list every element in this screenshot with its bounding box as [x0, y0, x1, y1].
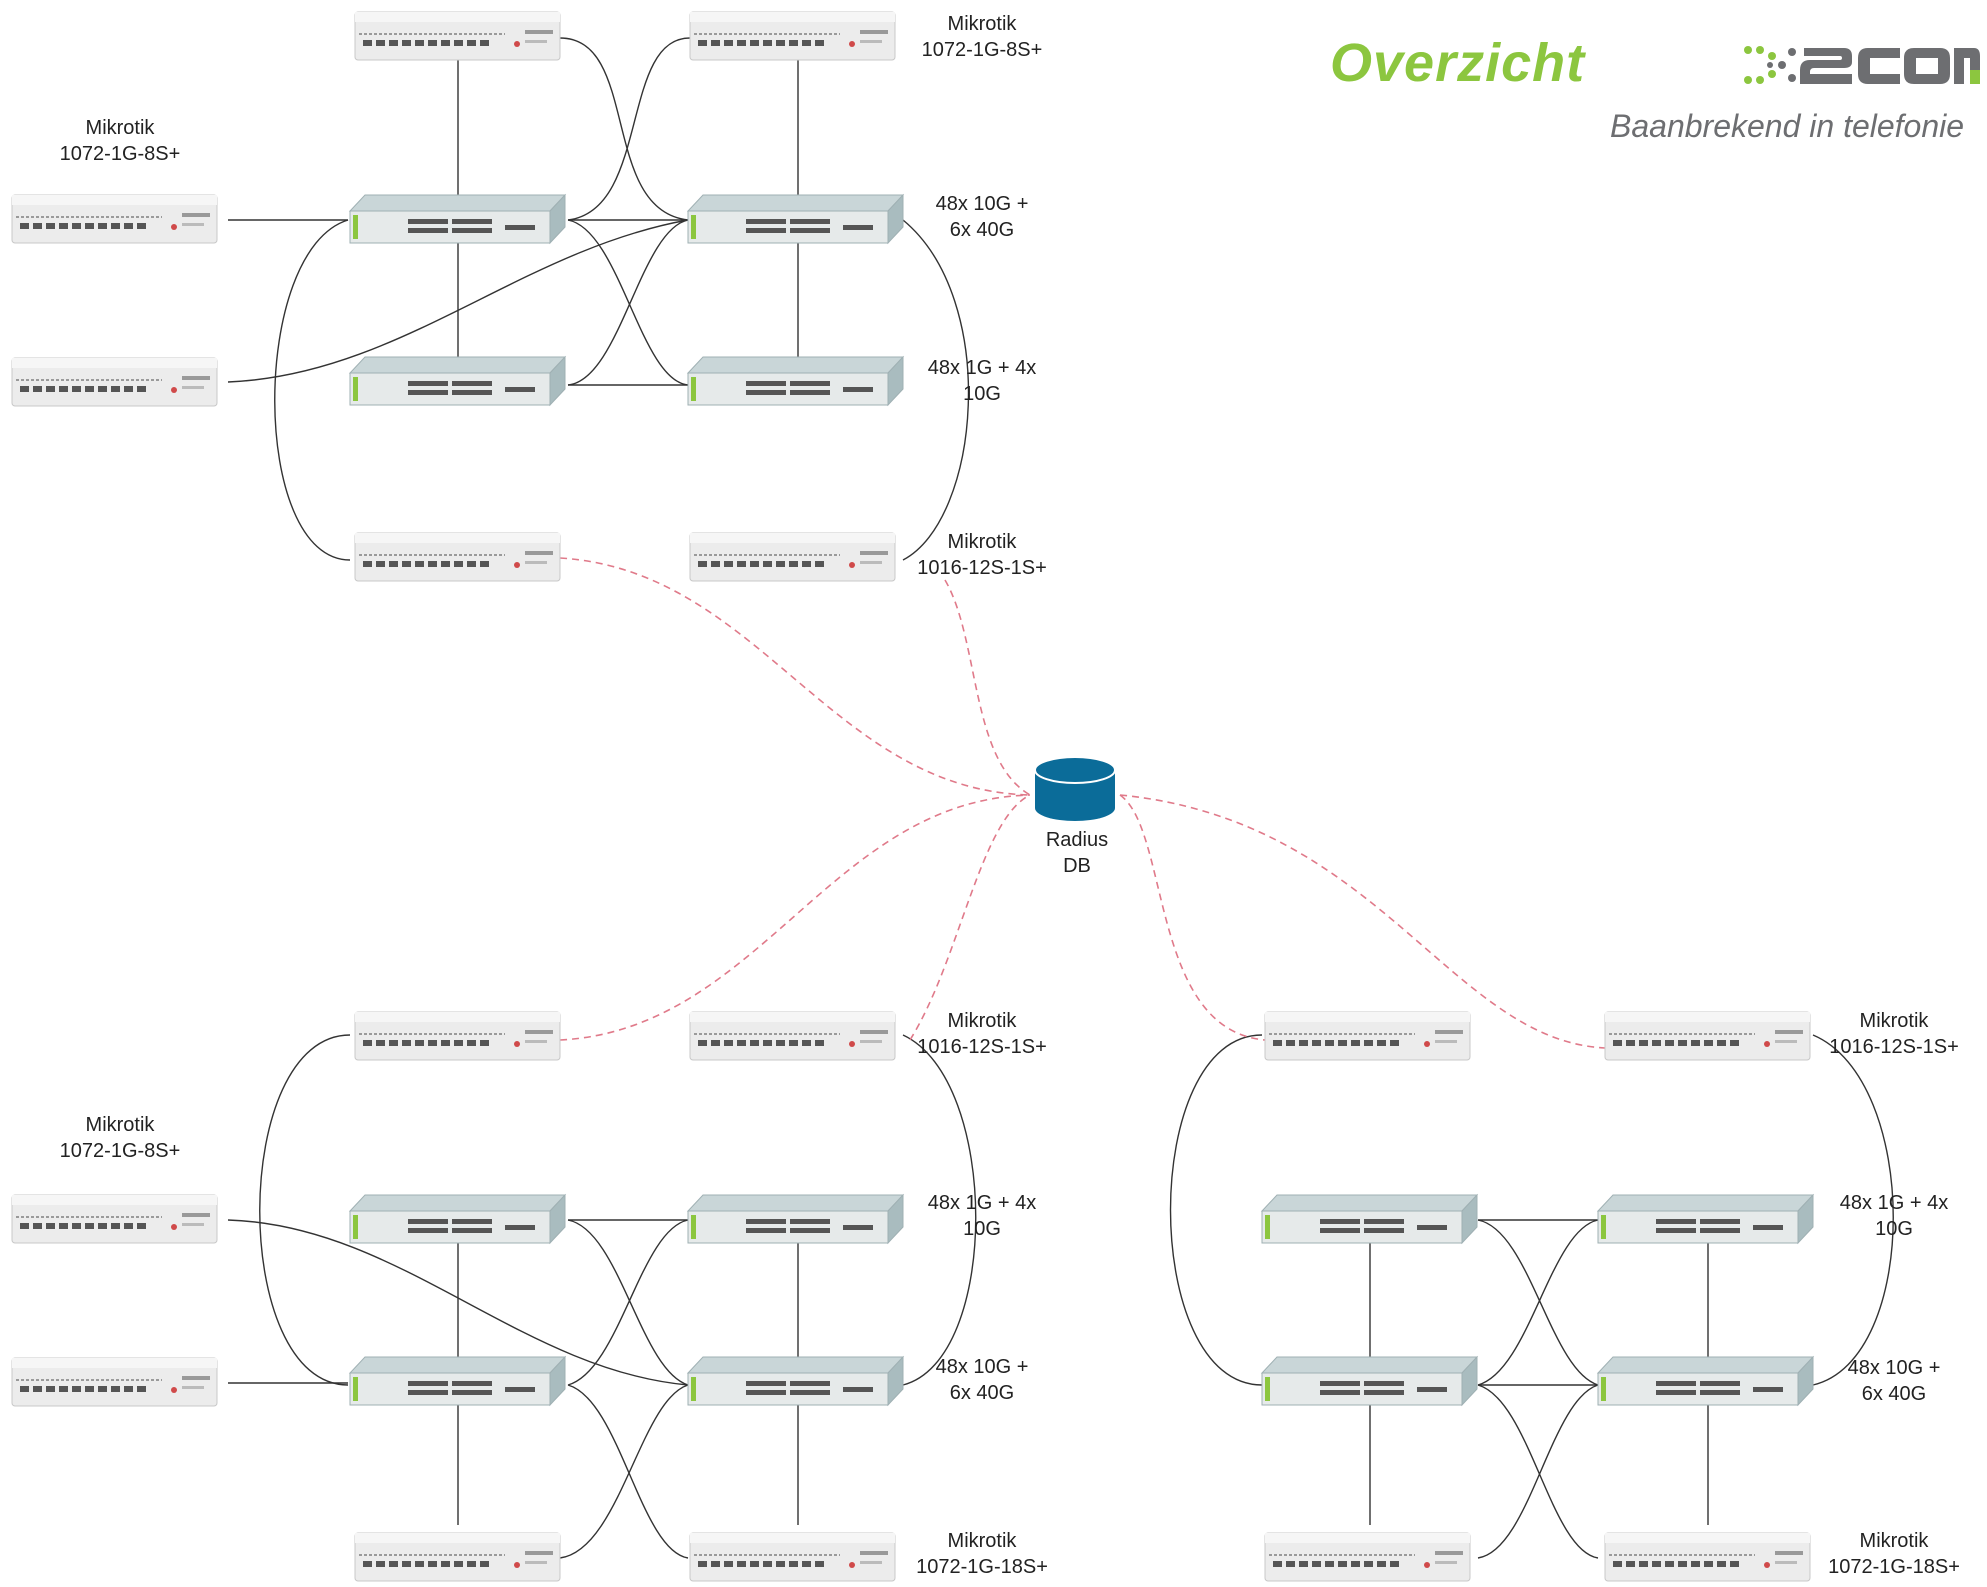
switch-br-1	[1261, 1194, 1478, 1244]
label-radius-line2: DB	[1063, 855, 1091, 877]
switch-bl-2	[687, 1194, 904, 1244]
label-top-r1-line1: Mikrotik	[948, 13, 1018, 35]
label-br-r1-line2: 1016-12S-1S+	[1829, 1036, 1959, 1058]
router-top-4	[689, 532, 896, 582]
2com-logo	[1744, 46, 1980, 84]
switch-bl-1	[349, 1194, 566, 1244]
tagline: Baanbrekend in telefonie	[1610, 108, 1965, 144]
label-top-r2-line1: 48x 10G +	[936, 193, 1029, 215]
label-bl-r4-line2: 1072-1G-18S+	[916, 1556, 1048, 1578]
label-br-r2-line2: 10G	[1875, 1218, 1913, 1240]
label-top-r2-line2: 6x 40G	[950, 219, 1014, 241]
router-br-1	[1264, 1011, 1471, 1061]
label-bl-r1-line1: Mikrotik	[948, 1010, 1018, 1032]
router-top-1	[354, 11, 561, 61]
switch-br-3	[1261, 1356, 1478, 1406]
label-top-r3-line2: 10G	[963, 383, 1001, 405]
label-bl-r2-line2: 10G	[963, 1218, 1001, 1240]
label-top-r4-line1: Mikrotik	[948, 531, 1018, 553]
label-bl-r3-line1: 48x 10G +	[936, 1356, 1029, 1378]
label-top-r4-line2: 1016-12S-1S+	[917, 557, 1047, 579]
label-br-r1-line1: Mikrotik	[1860, 1010, 1930, 1032]
page-title: Overzicht	[1330, 33, 1586, 93]
label-bl-left-line1: Mikrotik	[86, 1114, 156, 1136]
switch-bl-3	[349, 1356, 566, 1406]
label-bl-r1-line2: 1016-12S-1S+	[917, 1036, 1047, 1058]
router-bl-4	[689, 1532, 896, 1582]
switch-top-1	[349, 194, 566, 244]
router-top-left-1	[11, 194, 218, 244]
label-br-r4-line1: Mikrotik	[1860, 1530, 1930, 1552]
bottom-left-links	[227, 1034, 977, 1559]
label-bl-r3-line2: 6x 40G	[950, 1382, 1014, 1404]
label-top-r1-line2: 1072-1G-8S+	[922, 39, 1043, 61]
router-top-2	[689, 11, 896, 61]
switch-br-4	[1597, 1356, 1814, 1406]
router-bl-2	[689, 1011, 896, 1061]
router-bl-3	[354, 1532, 561, 1582]
label-bl-left-line2: 1072-1G-8S+	[60, 1140, 181, 1162]
label-br-r4-line2: 1072-1G-18S+	[1828, 1556, 1960, 1578]
bottom-right-links	[1169, 1034, 1894, 1559]
router-br-4	[1604, 1532, 1811, 1582]
switch-top-3	[349, 356, 566, 406]
switch-br-2	[1597, 1194, 1814, 1244]
router-bl-1	[354, 1011, 561, 1061]
label-bl-r4-line1: Mikrotik	[948, 1530, 1018, 1552]
radius-links	[559, 557, 1606, 1049]
label-radius-line1: Radius	[1046, 829, 1108, 851]
router-top-3	[354, 532, 561, 582]
top-cluster-links	[227, 37, 970, 561]
router-br-2	[1604, 1011, 1811, 1061]
switch-top-2	[687, 194, 904, 244]
label-top-left-line1: Mikrotik	[86, 117, 156, 139]
label-top-left-line2: 1072-1G-8S+	[60, 143, 181, 165]
router-bl-left-2	[11, 1357, 218, 1407]
router-br-3	[1264, 1532, 1471, 1582]
switch-top-4	[687, 356, 904, 406]
label-top-r3-line1: 48x 1G + 4x	[928, 357, 1036, 379]
router-bl-left-1	[11, 1194, 218, 1244]
radius-db-icon	[1034, 756, 1116, 821]
switch-bl-4	[687, 1356, 904, 1406]
label-br-r2-line1: 48x 1G + 4x	[1840, 1192, 1948, 1214]
label-br-r3-line1: 48x 10G +	[1848, 1357, 1941, 1379]
router-top-left-2	[11, 357, 218, 407]
label-br-r3-line2: 6x 40G	[1862, 1383, 1926, 1405]
brand-header: Overzicht Baanbrekend in telefonie	[1330, 30, 1980, 160]
label-bl-r2-line1: 48x 1G + 4x	[928, 1192, 1036, 1214]
